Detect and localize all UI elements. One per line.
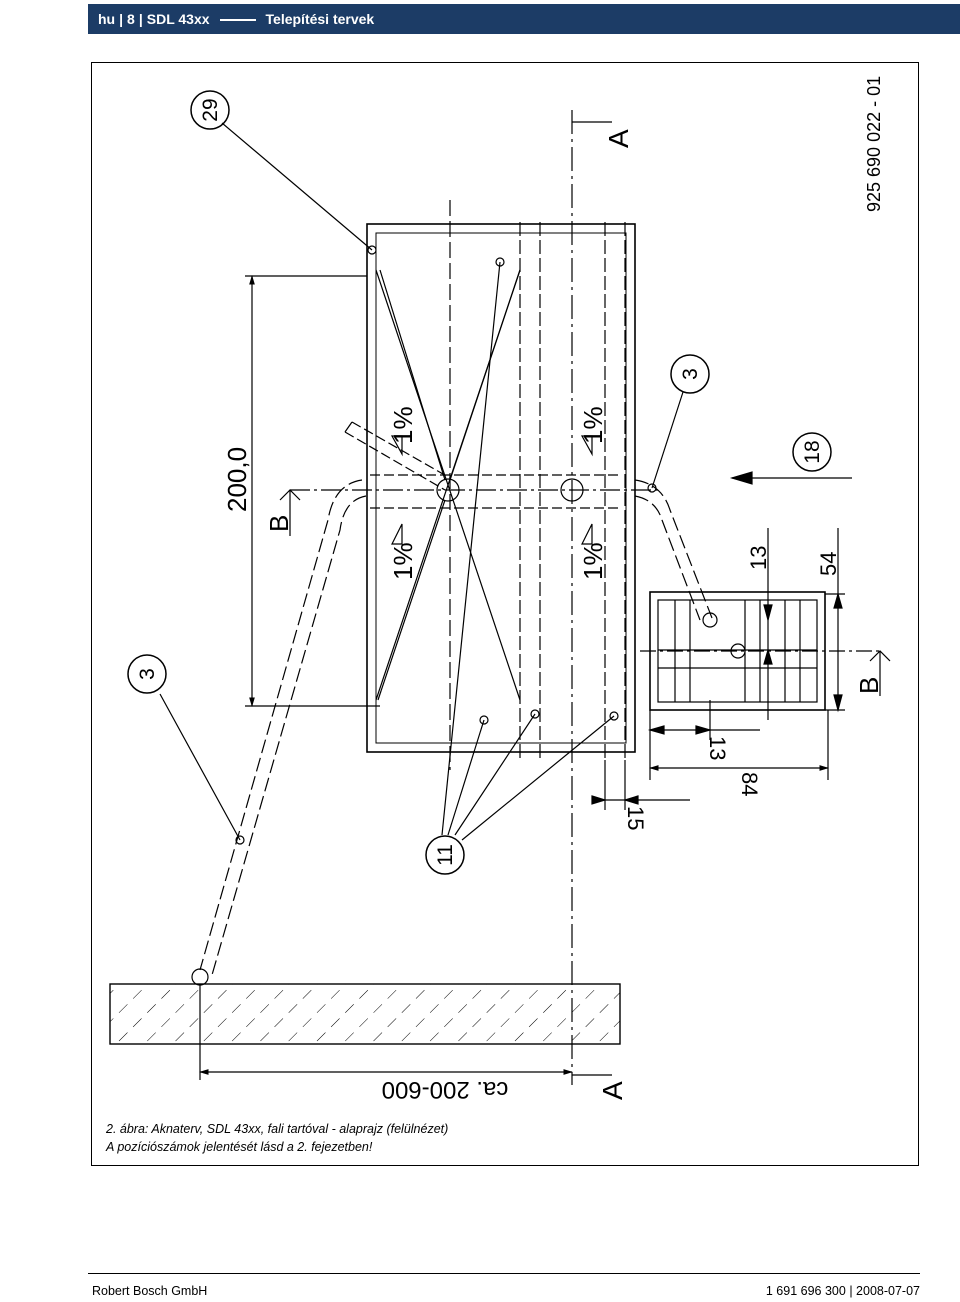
section-marker-a-bottom: A — [597, 1081, 628, 1100]
header-dash — [219, 19, 256, 21]
slope-triangle — [391, 523, 403, 545]
dim-wall-label: ca. 200-600 — [382, 1076, 509, 1103]
position-bubble-11 — [425, 835, 465, 875]
page-header: hu | 8 | SDL 43xx Telepítési tervek — [88, 4, 960, 34]
slope-label: 1% — [578, 406, 608, 444]
position-bubble-29 — [190, 90, 230, 130]
slope-label: 1% — [388, 406, 418, 444]
header-model: SDL 43xx — [146, 11, 210, 27]
sump-pipe — [634, 479, 713, 619]
drain-hole — [560, 478, 584, 502]
dim-arrow — [763, 647, 773, 665]
leader-line — [159, 693, 241, 841]
leader-dot — [235, 835, 245, 845]
slope-diagonal — [377, 499, 446, 701]
position-bubble-3 — [670, 354, 710, 394]
leader-dot — [530, 709, 540, 719]
dim-arrow — [763, 604, 773, 623]
leader-dot — [647, 483, 657, 493]
slope-diagonal — [449, 269, 521, 481]
footer-doc-info: 1 691 696 300 | 2008-07-07 — [766, 1284, 920, 1298]
dim-84-label: 84 — [737, 772, 762, 796]
inlet-pipe — [351, 421, 451, 479]
dim-arrow — [833, 694, 843, 713]
dim-200-label: 200,0 — [222, 447, 252, 512]
figure-caption: 2. ábra: Aknaterv, SDL 43xx, fali tartóv… — [106, 1120, 448, 1156]
slope-triangle — [390, 435, 403, 457]
wall-anchor — [191, 968, 209, 986]
leader-line — [461, 715, 615, 841]
wall-pipe — [199, 479, 363, 971]
position-bubble-18 — [792, 432, 832, 472]
wall-hatched — [109, 983, 621, 1045]
dim-arrow — [833, 591, 843, 609]
header-separator: | — [138, 11, 143, 27]
position-number-18: 18 — [801, 440, 824, 463]
section-marker-b-right: B — [854, 677, 884, 694]
leader-line — [447, 719, 485, 836]
leader-line — [441, 261, 501, 836]
inlet-pipe — [344, 431, 446, 491]
position-number-3: 3 — [679, 368, 702, 380]
leader-dot — [479, 715, 489, 725]
drawing-number: 925 690 022 - 01 — [864, 76, 884, 212]
footer-separator: | — [849, 1284, 857, 1298]
dim-arrow — [695, 725, 713, 735]
inlet-pipe-end — [344, 421, 353, 433]
dim-arrow — [622, 795, 639, 805]
leader-dot — [367, 245, 377, 255]
leader-line — [651, 391, 684, 489]
header-separator: | — [119, 11, 124, 27]
pit-inner-outline — [375, 232, 627, 744]
position-number-11: 11 — [434, 844, 457, 866]
footer-rule — [88, 1273, 920, 1274]
dim-15-label: 15 — [623, 806, 648, 830]
dim-13b-label: 13 — [705, 736, 730, 760]
drain-hole — [436, 478, 460, 502]
sump-pipe — [634, 495, 701, 621]
slope-triangle — [581, 523, 593, 545]
position-number-3: 3 — [136, 668, 159, 680]
dim-54-label: 54 — [816, 552, 841, 576]
slope-label: 1% — [388, 542, 418, 580]
leader-dot — [495, 257, 505, 267]
leader-dot — [609, 711, 619, 721]
section-marker-b-left: B — [264, 515, 294, 532]
footer-company: Robert Bosch GmbH — [92, 1284, 208, 1298]
footer-date: 2008-07-07 — [856, 1284, 920, 1298]
slope-label: 1% — [578, 542, 608, 580]
pit-outline — [366, 223, 636, 753]
dim-arrow — [591, 795, 608, 805]
header-title: Telepítési tervek — [265, 11, 375, 27]
drawing-frame — [91, 62, 919, 1166]
position-number-29: 29 — [199, 98, 222, 121]
sump-inlet — [702, 612, 718, 628]
wall-pipe — [211, 495, 367, 976]
slope-triangle — [580, 435, 593, 457]
section-marker-a-top: A — [603, 129, 634, 148]
leader-line — [221, 122, 373, 251]
leader-line — [454, 713, 536, 836]
dim-arrow — [647, 725, 665, 735]
footer-doc-number: 1 691 696 300 — [765, 1284, 846, 1298]
direction-arrowhead — [729, 471, 753, 485]
dim-13-label: 13 — [746, 546, 771, 570]
caption-line-2: A pozíciószámok jelentését lásd a 2. fej… — [106, 1140, 373, 1154]
slope-diagonal — [379, 269, 446, 481]
section-b-arrow — [279, 489, 301, 501]
section-b-arrow — [869, 650, 891, 662]
header-lang: hu — [98, 11, 116, 27]
header-page-number: 8 — [127, 11, 135, 27]
position-bubble-3 — [127, 654, 167, 694]
caption-line-1: 2. ábra: Aknaterv, SDL 43xx, fali tartóv… — [106, 1122, 449, 1136]
